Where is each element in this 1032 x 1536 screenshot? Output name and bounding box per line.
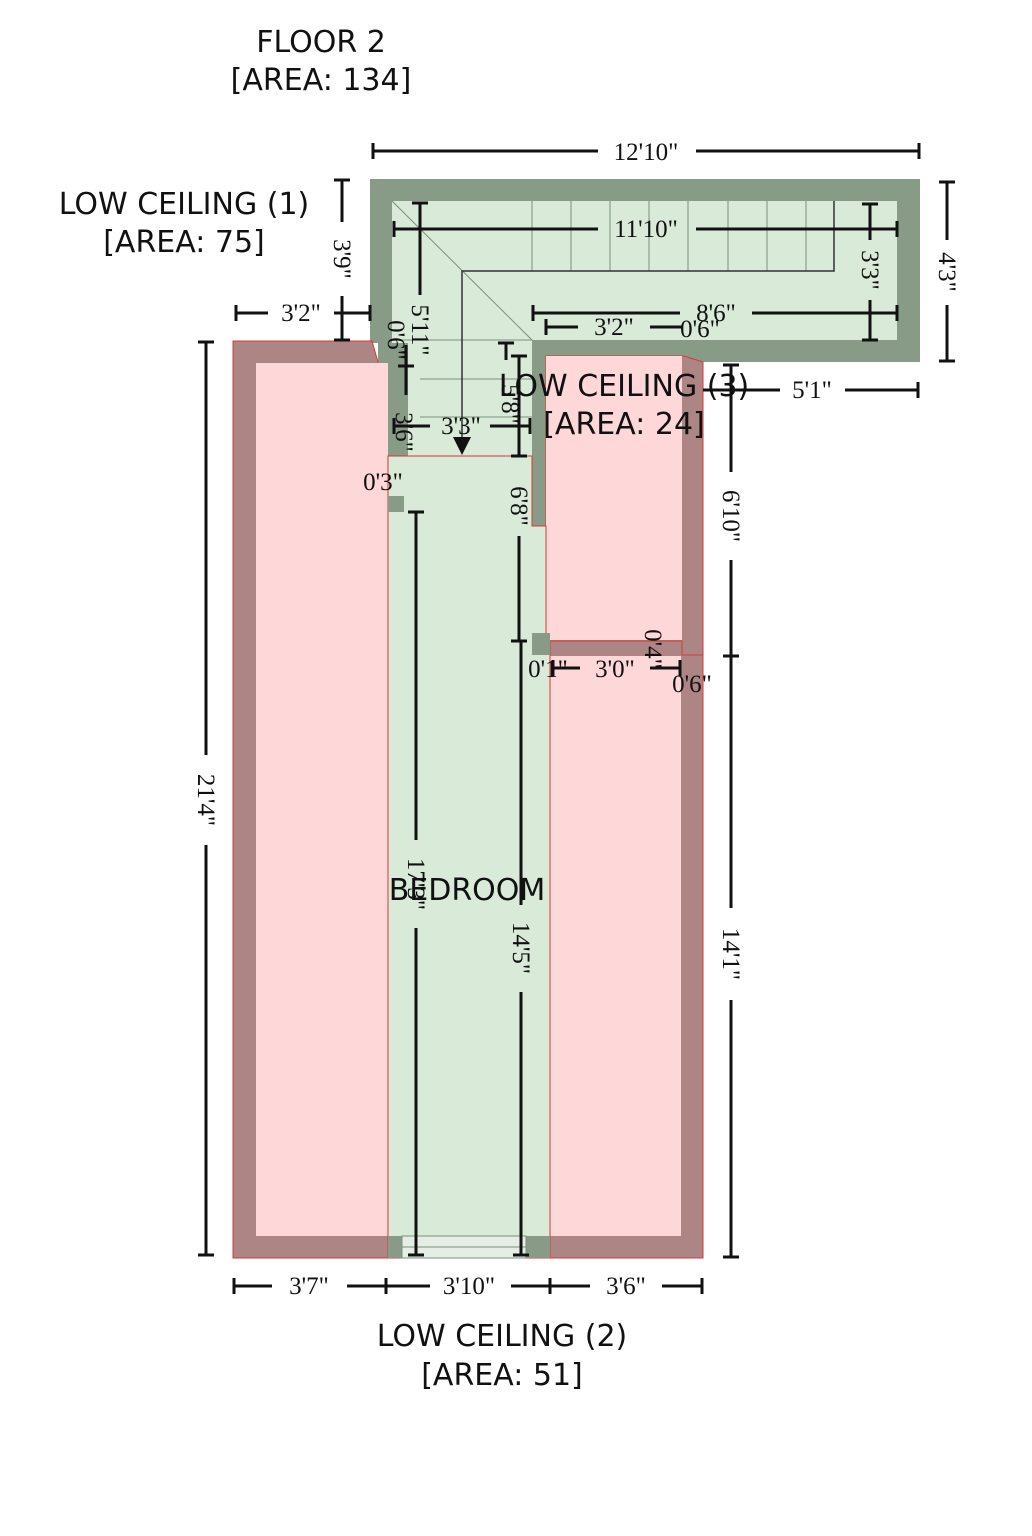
dim-inner-step-b: 0'6" <box>680 316 720 343</box>
dim-left-top-height: 3'9" <box>328 239 355 279</box>
low-ceiling-1-label: LOW CEILING (1) <box>59 187 310 222</box>
dim-stair-inner-height: 3'3" <box>856 250 883 290</box>
dim-bedroom-inner: 14'5" <box>507 922 534 974</box>
dim-bottom-mid: 3'10" <box>443 1273 495 1300</box>
dim-bottom-left: 3'7" <box>289 1273 329 1300</box>
bedroom-bottom-wall-right <box>526 1236 550 1258</box>
dim-bottom-right: 3'6" <box>606 1273 646 1300</box>
low-ceiling-3-area: [AREA: 24] <box>543 407 705 442</box>
dim-small-c: 3'3" <box>441 413 481 440</box>
dim-small-a: 0'6" <box>382 320 409 360</box>
bedroom-label: BEDROOM <box>389 873 546 908</box>
low-ceiling-3-label: LOW CEILING (3) <box>499 369 750 404</box>
dimension-lines <box>198 143 955 1294</box>
dim-closet-inner: 6'8" <box>505 486 532 526</box>
low-ceiling-2-label: LOW CEILING (2) <box>377 1319 628 1354</box>
dim-right-top-height: 4'3" <box>933 252 960 292</box>
dim-right-offset: 5'1" <box>792 377 832 404</box>
floor-area: [AREA: 134] <box>231 63 412 98</box>
dim-top-total: 12'10" <box>614 139 679 166</box>
low-ceiling-2-left-floor <box>256 363 388 1236</box>
low-ceiling-3-floor <box>546 356 682 640</box>
floor-title: FLOOR 2 <box>256 25 386 60</box>
dim-stair-width: 11'10" <box>614 216 678 243</box>
stair-arrow-icon <box>453 437 471 455</box>
dim-closet-height: 6'10" <box>717 490 744 542</box>
dim-small-d: 5'8" <box>496 384 523 424</box>
low-ceiling-2-area: [AREA: 51] <box>421 1358 583 1393</box>
dim-overall-height: 21'4" <box>192 774 219 826</box>
bedroom-bottom-wall-left <box>388 1236 402 1258</box>
dim-stair-run: 5'11" <box>406 304 433 355</box>
dim-small-h: 0'6" <box>672 671 712 698</box>
dim-small-b: 3'6" <box>390 412 417 452</box>
dim-bedroom-length: 17'3" <box>402 858 429 910</box>
bedroom-wall-right-notch <box>532 633 550 655</box>
stair-direction-line <box>461 201 835 445</box>
dim-landing-width: 8'6" <box>696 300 736 327</box>
bedroom-wall-left-notch <box>388 496 404 512</box>
dim-closet-width: 3'0" <box>595 656 635 683</box>
dim-inner-step-a: 3'2" <box>594 314 634 341</box>
window-icon <box>401 1235 527 1259</box>
dim-small-f: 0'4" <box>639 629 666 669</box>
dim-small-e: 0'3" <box>363 469 403 496</box>
low-ceiling-2-right-floor <box>550 656 681 1236</box>
low-ceiling-1-area: [AREA: 75] <box>103 225 265 260</box>
dim-small-g: 0'1" <box>528 656 568 683</box>
dim-top-left-offset: 3'2" <box>281 300 321 327</box>
dim-right-lower-height: 14'1" <box>717 928 744 980</box>
